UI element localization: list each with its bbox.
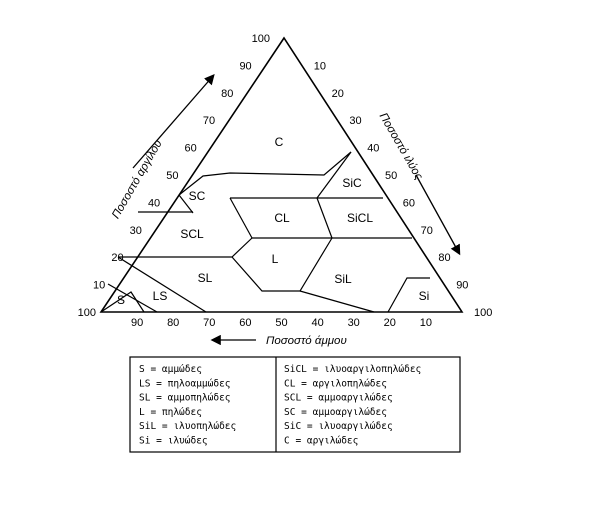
legend-entry: SCL = αμμοαργιλώδες <box>284 393 393 404</box>
boundary-si-left <box>387 277 430 313</box>
sand-tick-label: 40 <box>311 317 323 329</box>
boundary-sl-left <box>117 256 207 313</box>
silt-tick-label: 40 <box>367 143 379 155</box>
sand-tick-label: 20 <box>384 317 396 329</box>
silt-axis-label: Ποσοστό ιλύος <box>377 111 425 182</box>
legend-entry: Si = ιλυώδες <box>139 436 208 447</box>
silt-tick-label: 70 <box>421 225 433 237</box>
legend: S = αμμώδες LS = πηλοαμμώδες SL = αμμοπηλώ… <box>129 356 461 453</box>
legend-entry: CL = αργιλοπηλώδες <box>284 378 387 389</box>
region-label-ls: LS <box>153 289 168 303</box>
clay-tick-label: 10 <box>93 280 105 292</box>
sand-tick-label: 30 <box>348 317 360 329</box>
region-label-si: Si <box>419 289 430 303</box>
region-label-c: C <box>275 135 284 149</box>
boundary-sc-sandy-clay <box>178 194 194 214</box>
region-label-cl: CL <box>274 211 290 225</box>
silt-tick-label: 10 <box>314 60 326 72</box>
clay-tick-label: 50 <box>166 170 178 182</box>
silt-axis-arrow <box>415 174 461 256</box>
silt-tick-label: 90 <box>456 280 468 292</box>
texture-triangle-outline <box>99 36 464 313</box>
clay-tick-label: 70 <box>203 115 215 127</box>
clay-tick-label: 100 <box>252 33 270 45</box>
silt-tick-label: 80 <box>438 252 450 264</box>
region-label-sicl: SiCL <box>347 211 373 225</box>
sand-tick-label: 10 <box>420 317 432 329</box>
silt-tick-label: 100 <box>474 307 492 319</box>
sand-tick-label: 100 <box>78 307 96 319</box>
sand-axis-title: Ποσοστό άμμου <box>210 334 347 347</box>
legend-entry: SL = αμμοπηλώδες <box>139 393 231 404</box>
boundary-s-left <box>100 291 145 313</box>
boundary-sil-bottom <box>299 290 375 313</box>
silt-tick-label: 20 <box>332 88 344 100</box>
legend-left-column: S = αμμώδες LS = πηλοαμμώδες SL = αμμοπηλώ… <box>139 364 236 447</box>
silt-tick-label: 50 <box>385 170 397 182</box>
legend-right-column: SiCL = ιλυοαργιλοπηλώδες CL = αργιλοπηλώδ… <box>284 364 421 447</box>
legend-entry: C = αργιλώδες <box>284 436 358 447</box>
sand-tick-label: 70 <box>203 317 215 329</box>
boundary-sic-siltyclay <box>316 151 352 199</box>
boundary-cl-sicl <box>316 197 333 239</box>
clay-axis-ticks: 10 20 30 40 50 60 70 80 90 100 <box>93 33 270 292</box>
silt-axis-ticks: 10 20 30 40 50 60 70 80 90 100 <box>314 60 493 319</box>
boundary-ls-left <box>107 283 158 313</box>
legend-entry: SiL = ιλυοπηλώδες <box>139 421 236 432</box>
clay-tick-label: 20 <box>111 252 123 264</box>
clay-tick-label: 30 <box>130 225 142 237</box>
silt-axis-title: Ποσοστό ιλύος <box>377 111 461 256</box>
legend-entry: SiC = ιλυοαργιλώδες <box>284 421 393 432</box>
clay-tick-label: 80 <box>221 88 233 100</box>
class-boundaries <box>100 151 430 313</box>
region-label-l: L <box>272 252 279 266</box>
clay-axis-arrow <box>132 74 215 169</box>
legend-entry: S = αμμώδες <box>139 364 202 375</box>
sand-tick-label: 80 <box>167 317 179 329</box>
region-label-sl: SL <box>198 271 213 285</box>
region-label-sc: SC <box>189 189 206 203</box>
clay-tick-label: 90 <box>239 60 251 72</box>
legend-entry: SC = αμμοαργιλώδες <box>284 407 387 418</box>
region-label-sil: SiL <box>334 272 352 286</box>
legend-frame <box>129 356 461 453</box>
legend-entry: LS = πηλοαμμώδες <box>139 378 231 389</box>
sand-axis-ticks: 100 90 80 70 60 50 40 30 20 10 <box>78 307 432 329</box>
boundary-c-lower <box>178 151 352 196</box>
region-label-s: S <box>117 293 125 307</box>
sand-tick-label: 60 <box>239 317 251 329</box>
boundary-l-lower <box>231 237 333 292</box>
clay-tick-label: 60 <box>185 143 197 155</box>
silt-tick-label: 30 <box>349 115 361 127</box>
legend-entry: SiCL = ιλυοαργιλοπηλώδες <box>284 364 421 375</box>
silt-tick-label: 60 <box>403 197 415 209</box>
clay-tick-label: 40 <box>148 197 160 209</box>
region-labels: C SiC SC CL SiCL SCL L SL SiL Si S LS <box>117 135 429 307</box>
sand-axis-label: Ποσοστό άμμου <box>266 335 347 347</box>
sand-tick-label: 90 <box>131 317 143 329</box>
sand-tick-label: 50 <box>275 317 287 329</box>
region-label-sic: SiC <box>342 176 362 190</box>
region-label-scl: SCL <box>180 227 204 241</box>
legend-entry: L = πηλώδες <box>139 407 202 418</box>
boundary-scl-cl <box>229 197 253 239</box>
